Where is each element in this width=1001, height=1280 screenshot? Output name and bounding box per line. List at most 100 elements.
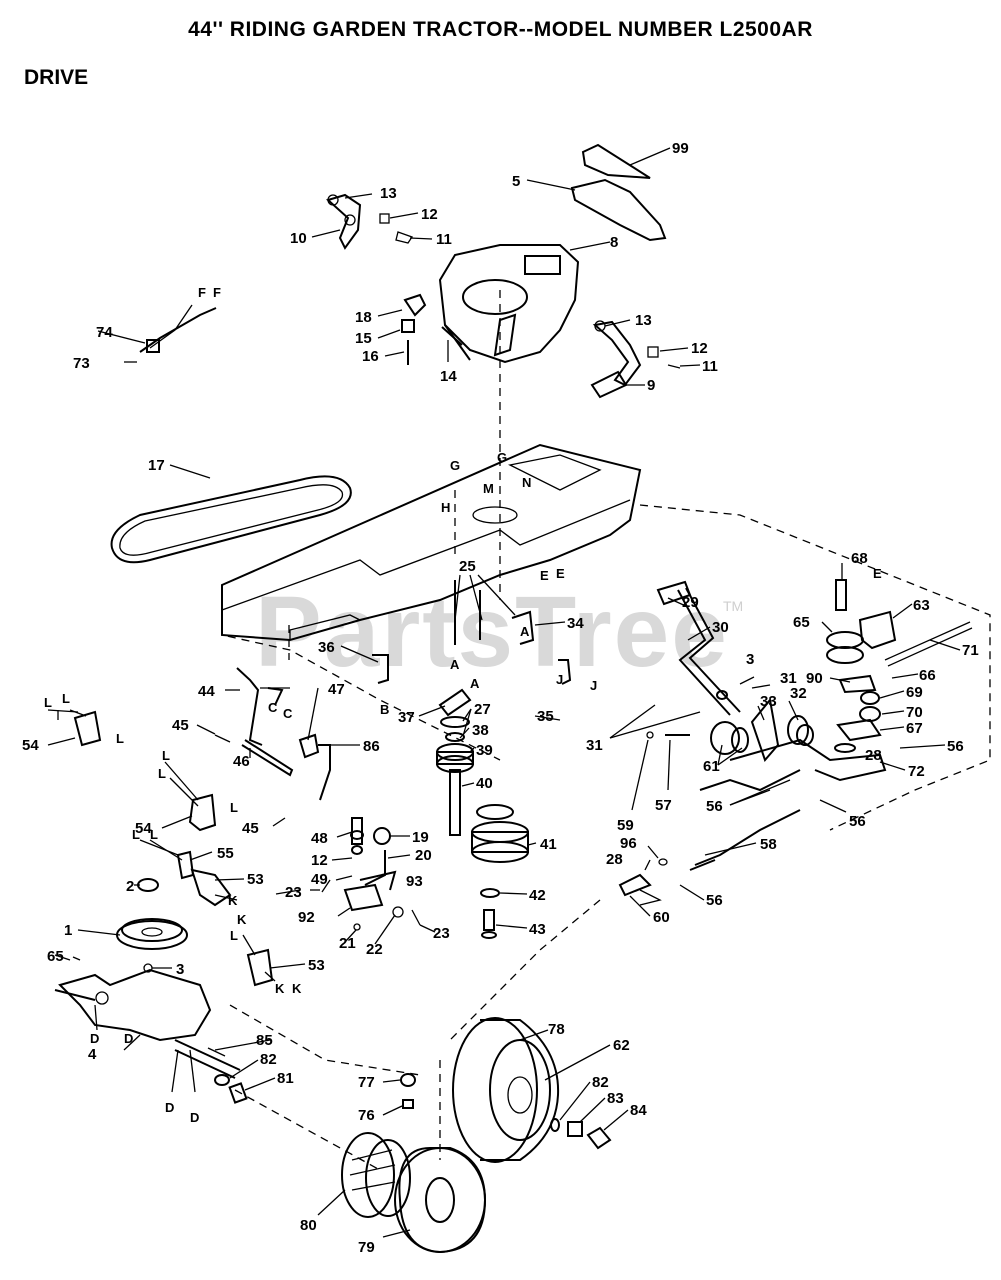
callout-l: L <box>116 731 124 746</box>
callout-l: L <box>230 800 238 815</box>
callout-28: 28 <box>865 747 882 764</box>
callout-69: 69 <box>906 684 923 701</box>
callout-56: 56 <box>849 813 866 830</box>
callout-43: 43 <box>529 921 546 938</box>
callout-10: 10 <box>290 230 307 247</box>
callout-80: 80 <box>300 1217 317 1234</box>
bracket-54-lower <box>188 793 217 832</box>
brake-assembly-63 <box>826 579 973 753</box>
callout-45: 45 <box>242 820 259 837</box>
callout-17: 17 <box>148 457 165 474</box>
callout-12: 12 <box>421 206 438 223</box>
callout-2: 2 <box>126 878 134 895</box>
callout-c: C <box>283 706 293 721</box>
callout-l: L <box>62 691 70 706</box>
callout-73: 73 <box>73 355 90 372</box>
callout-71: 71 <box>962 642 979 659</box>
callout-k: K <box>275 981 285 996</box>
callout-58: 58 <box>760 836 777 853</box>
engine-8 <box>438 244 580 364</box>
transaxle-4 <box>54 954 241 1079</box>
callout-30: 30 <box>712 619 729 636</box>
callout-19: 19 <box>412 829 429 846</box>
callout-99: 99 <box>672 140 689 157</box>
pulley-41 <box>471 804 529 939</box>
callout-c: C <box>268 700 278 715</box>
callout-77: 77 <box>358 1074 375 1091</box>
callout-3: 3 <box>176 961 184 978</box>
callout-36: 36 <box>318 639 335 656</box>
callout-23: 23 <box>285 884 302 901</box>
callout-56: 56 <box>706 798 723 815</box>
callout-57: 57 <box>655 797 672 814</box>
callout-45: 45 <box>172 717 189 734</box>
callout-41: 41 <box>540 836 557 853</box>
callout-84: 84 <box>630 1102 647 1119</box>
callout-66: 66 <box>919 667 936 684</box>
rear-tire-78 <box>452 1017 560 1163</box>
callout-g: G <box>497 450 507 465</box>
hub-cap-84 <box>550 1118 612 1150</box>
callout-12: 12 <box>311 852 328 869</box>
callout-l: L <box>150 827 158 842</box>
bracket-53-lower <box>246 948 274 987</box>
callout-labels: 99 5 13 12 10 11 8 F F 74 73 18 15 16 14… <box>22 140 979 1256</box>
callout-70: 70 <box>906 704 923 721</box>
callout-9: 9 <box>647 377 655 394</box>
callout-27: 27 <box>474 701 491 718</box>
callout-39: 39 <box>476 742 493 759</box>
callout-22: 22 <box>366 941 383 958</box>
pulley-stack-39 <box>436 688 474 836</box>
callout-a: A <box>450 657 460 672</box>
callout-60: 60 <box>653 909 670 926</box>
callout-65: 65 <box>793 614 810 631</box>
callout-68: 68 <box>851 550 868 567</box>
callout-74: 74 <box>96 324 113 341</box>
callout-37: 37 <box>398 709 415 726</box>
callout-81: 81 <box>277 1070 294 1087</box>
callout-8: 8 <box>610 234 618 251</box>
callout-62: 62 <box>613 1037 630 1054</box>
callout-35: 35 <box>537 708 554 725</box>
callout-90: 90 <box>806 670 823 687</box>
washer-2 <box>137 878 159 892</box>
callout-55: 55 <box>217 845 234 862</box>
callout-e: E <box>873 566 882 581</box>
callout-28: 28 <box>606 851 623 868</box>
bracket-55 <box>176 850 195 880</box>
lever-assembly-93 <box>321 817 421 931</box>
callout-e: E <box>556 566 565 581</box>
callout-82: 82 <box>260 1051 277 1068</box>
bracket-plate-99 <box>581 143 651 179</box>
callout-48: 48 <box>311 830 328 847</box>
callout-61: 61 <box>703 758 720 775</box>
drive-belt-17 <box>110 475 352 564</box>
callout-38: 38 <box>472 722 489 739</box>
fitting-77 <box>400 1073 416 1109</box>
callout-67: 67 <box>906 720 923 737</box>
callout-l: L <box>44 695 52 710</box>
callout-g: G <box>450 458 460 473</box>
control-rods <box>689 738 887 871</box>
callout-j: J <box>556 672 563 687</box>
callout-92: 92 <box>298 909 315 926</box>
callout-56: 56 <box>947 738 964 755</box>
callout-44: 44 <box>198 683 215 700</box>
callout-63: 63 <box>913 597 930 614</box>
callout-m: M <box>483 481 494 496</box>
callout-13: 13 <box>635 312 652 329</box>
callout-k: K <box>237 912 247 927</box>
pivot-assembly-33 <box>646 690 814 762</box>
callout-18: 18 <box>355 309 372 326</box>
callout-a: A <box>470 676 480 691</box>
frame-outline <box>221 290 991 1171</box>
callout-a: A <box>520 624 530 639</box>
callout-14: 14 <box>440 368 457 385</box>
callout-78: 78 <box>548 1021 565 1038</box>
callout-d: D <box>124 1031 133 1046</box>
front-rim-80 <box>341 1132 411 1218</box>
callout-53: 53 <box>247 871 264 888</box>
callout-83: 83 <box>607 1090 624 1107</box>
callout-93: 93 <box>406 873 423 890</box>
